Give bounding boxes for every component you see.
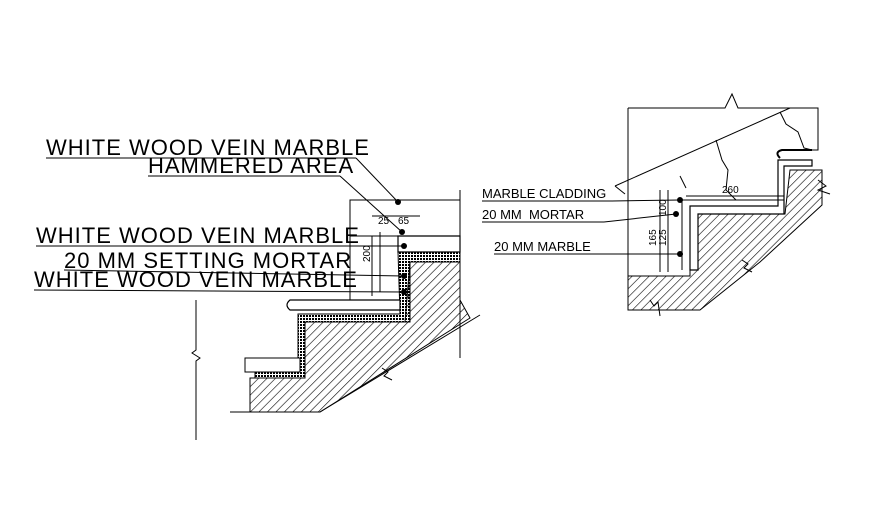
label-marble-bottom: WHITE WOOD VEIN MARBLE: [34, 267, 358, 292]
dim-200: 200: [362, 245, 373, 262]
left-marble-tread: [397, 235, 461, 253]
label-setting-mortar: 20 MM SETTING MORTAR: [64, 248, 352, 273]
left-lower-step: [244, 357, 301, 373]
label-marble-cladding: MARBLE CLADDING: [482, 186, 606, 201]
left-break-line: [191, 300, 201, 440]
right-outline: [628, 92, 819, 151]
right-cladding-detail: 260 100 165 125 MARBLE CLADDING 20 MM MO…: [482, 92, 831, 317]
dim-25: 25: [378, 216, 390, 227]
right-marble-cladding: [689, 159, 813, 271]
label-hammered-area: HAMMERED AREA: [148, 153, 354, 178]
dim-125: 125: [658, 229, 669, 246]
dim-260: 260: [722, 185, 739, 196]
right-concrete-hatch: [627, 169, 823, 311]
dim-100: 100: [658, 199, 669, 216]
label-marble-mid: WHITE WOOD VEIN MARBLE: [36, 223, 360, 248]
left-marble-nosing: [286, 299, 401, 311]
label-20mm-marble: 20 MM MARBLE: [494, 239, 591, 254]
label-marble-top: WHITE WOOD VEIN MARBLE: [46, 135, 370, 160]
label-20mm-mortar: 20 MM MORTAR: [482, 207, 584, 222]
right-mortar-band: [681, 199, 784, 270]
dim-65: 65: [398, 216, 410, 227]
dim-165: 165: [648, 229, 659, 246]
left-stair-detail: 25 65 200 WHITE WOOD VEIN MARBLE HAMMERE…: [33, 135, 481, 440]
